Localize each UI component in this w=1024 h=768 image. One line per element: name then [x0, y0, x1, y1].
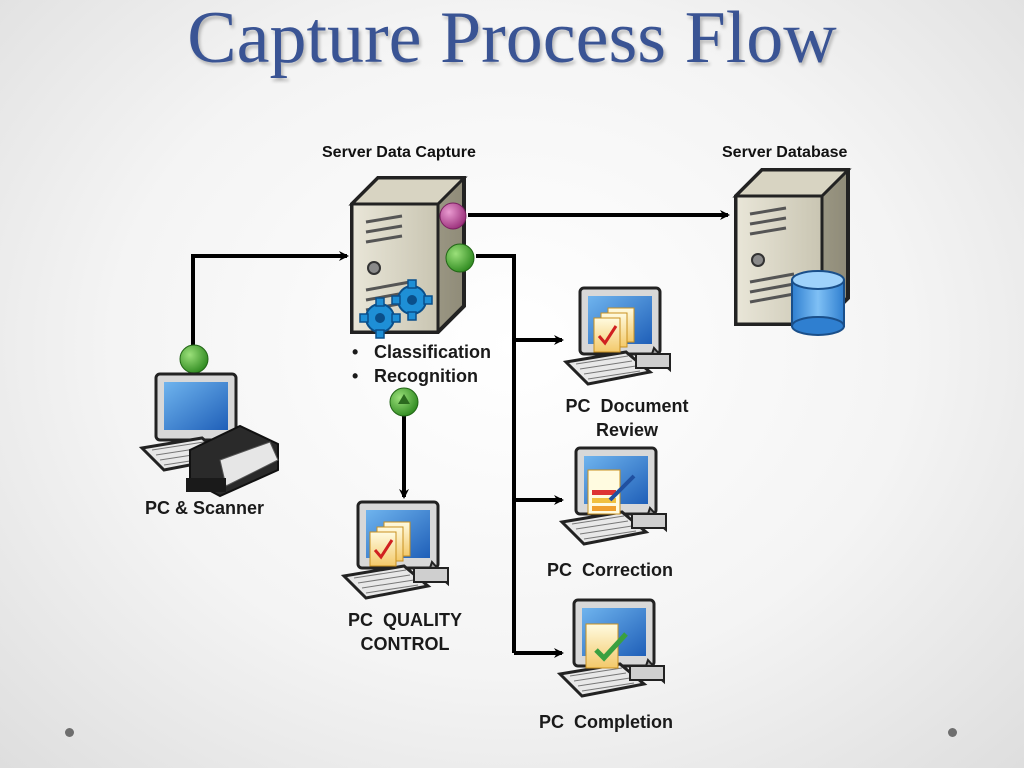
- pc-correction-label: PC Correction: [547, 560, 674, 580]
- trunk-capture-to-pcs: [476, 254, 516, 653]
- arrow-scanner-to-capture: [191, 251, 349, 356]
- server-database-label: Server Database: [722, 144, 848, 161]
- pencil-document-icon: [587, 469, 636, 515]
- pc-quality-control-line1: PC QUALITY: [347, 610, 462, 630]
- capture-task-list: Classification Recognition: [352, 340, 491, 388]
- connector-magenta-node: [439, 202, 467, 230]
- pc-document-review-line2: Review: [595, 420, 659, 440]
- page-title: Capture Process Flow: [187, 0, 837, 79]
- gear-icon: [391, 279, 433, 321]
- gear-icon: [359, 297, 401, 339]
- arrow-up-icon: [398, 394, 410, 404]
- pc-document-review-line1: PC Document: [565, 396, 689, 416]
- scanner-icon: [186, 424, 279, 498]
- task-recognition: Recognition: [352, 364, 491, 388]
- slide-dot-right: [948, 728, 957, 737]
- flow-connectors: [191, 210, 730, 658]
- pc-quality-control-label: PC QUALITY CONTROL: [335, 608, 475, 656]
- database-icon: [791, 270, 845, 336]
- pc-completion-label: PC Completion: [539, 712, 673, 732]
- slide-dot-left: [65, 728, 74, 737]
- connector-green-node-scanner: [179, 344, 209, 374]
- pc-quality-control-line2: CONTROL: [360, 634, 450, 654]
- connector-green-node: [445, 243, 475, 273]
- server-data-capture-label: Server Data Capture: [322, 144, 476, 161]
- pc-document-review-label: PC Document Review: [553, 394, 701, 442]
- pc-scanner-label: PC & Scanner: [145, 498, 265, 518]
- checkmark-document-icon: [585, 623, 628, 669]
- task-classification: Classification: [352, 340, 491, 364]
